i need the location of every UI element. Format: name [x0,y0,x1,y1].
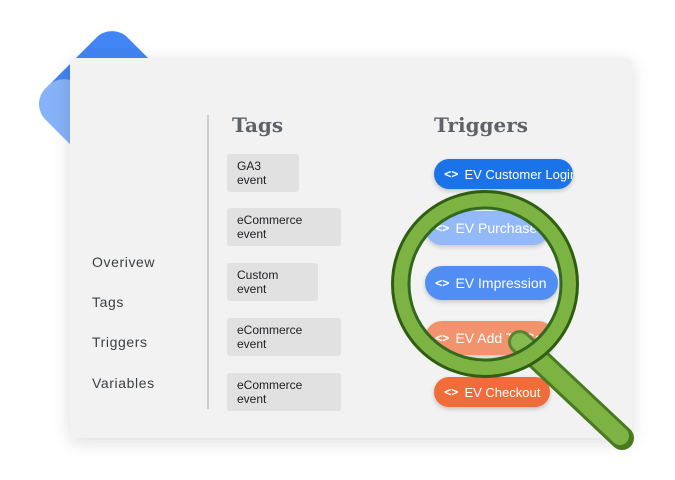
trigger-label: EV Checkout [464,384,541,400]
nav-item-variables[interactable]: Variables [92,375,155,391]
code-icon: <> [444,385,459,399]
nav-item-overview[interactable]: Overivew [92,254,156,270]
tag-item-4[interactable]: eCommerce event [227,318,341,356]
trigger-checkout[interactable]: <> EV Checkout [434,377,550,407]
tag-item-3[interactable]: Custom event [227,263,318,301]
tag-item-2[interactable]: eCommerce event [227,208,341,246]
triggers-heading: Triggers [434,113,529,137]
trigger-label: EV Purchase [455,220,537,236]
code-icon: <> [444,167,459,181]
tags-heading: Tags [232,113,284,137]
trigger-label: EV Customer Login [464,166,573,182]
code-icon: <> [435,331,449,345]
code-icon: <> [435,276,449,290]
trigger-impression[interactable]: <> EV Impression [425,266,558,300]
sidebar-divider [207,115,209,409]
nav-item-tags[interactable]: Tags [92,294,124,310]
nav-item-triggers[interactable]: Triggers [92,334,148,350]
trigger-customer-login[interactable]: <> EV Customer Login [434,159,573,189]
trigger-label: EV Impression [455,275,546,291]
tag-item-1[interactable]: GA3 event [227,154,299,192]
tag-item-5[interactable]: eCommerce event [227,373,341,411]
magnifying-glass-icon [391,190,634,450]
